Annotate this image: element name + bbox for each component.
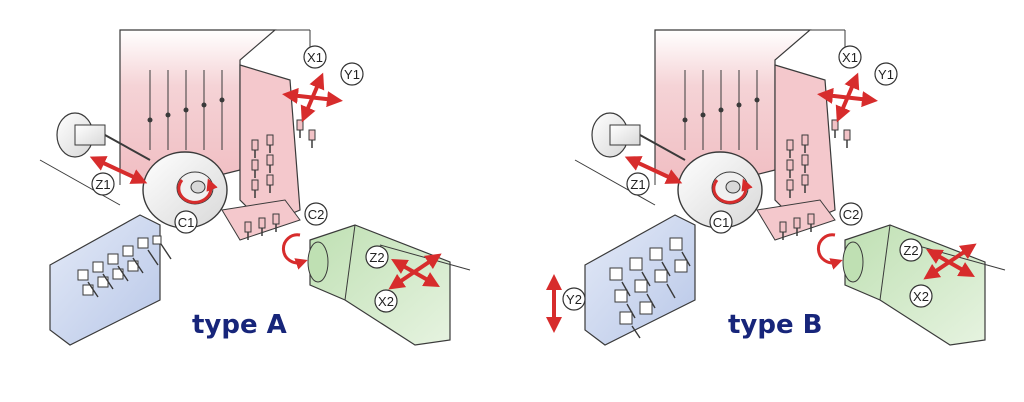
svg-text:Y2: Y2: [566, 292, 582, 307]
type-a-c1-rotation-arrow: [177, 178, 218, 204]
type-b-c2-label: C2: [839, 202, 863, 226]
type-a-z1-label: Z1: [91, 172, 115, 196]
type-b-c1-rotation-arrow: [712, 178, 753, 204]
svg-text:Z1: Z1: [630, 177, 645, 192]
type-b-title: type B: [728, 310, 823, 340]
type-a-x1-label: X1: [303, 45, 327, 69]
svg-text:Y1: Y1: [878, 67, 894, 82]
svg-text:Y1: Y1: [344, 67, 360, 82]
type-b-tailstock: [591, 112, 686, 161]
type-a-main-spindle: [142, 151, 228, 229]
type-a-axis-labels: X1 Y1 Z1 C1 C2 Z2: [91, 45, 398, 313]
svg-text:C2: C2: [843, 207, 860, 222]
type-a-sub-spindle: [281, 224, 451, 346]
type-b-y1-label: Y1: [874, 62, 898, 86]
type-b-z1-label: Z1: [626, 172, 650, 196]
type-b-sub-spindle: [816, 224, 986, 346]
type-b-y2-label: Y2: [562, 287, 586, 311]
type-a-y1-label: Y1: [340, 62, 364, 86]
svg-text:C1: C1: [178, 215, 195, 230]
type-a-blue-tool-block: [49, 214, 172, 346]
type-b-x1-label: X1: [838, 45, 862, 69]
type-b-x2-label: X2: [909, 284, 933, 308]
type-a-title: type A: [192, 310, 287, 340]
svg-text:X1: X1: [307, 50, 323, 65]
svg-text:X2: X2: [378, 294, 394, 309]
svg-text:Z2: Z2: [903, 243, 918, 258]
type-a-x2-label: X2: [374, 289, 398, 313]
type-b-blue-tool-block: [584, 214, 696, 346]
type-b-c1-label: C1: [709, 210, 733, 234]
type-a-diagram: X1 Y1 Z1 C1 C2 Z2: [39, 29, 471, 346]
svg-text:X1: X1: [842, 50, 858, 65]
type-b-axis-labels: X1 Y1 Z1 C1 C2 Z2: [562, 45, 933, 311]
svg-text:C2: C2: [308, 207, 325, 222]
svg-text:Z1: Z1: [95, 177, 110, 192]
type-b-axis-arrows: [546, 72, 977, 333]
svg-text:X2: X2: [913, 289, 929, 304]
type-b-c2-rotation-arrow: [816, 233, 843, 270]
type-b-diagram: X1 Y1 Z1 C1 C2 Z2: [546, 29, 1006, 346]
type-b-main-spindle: [677, 151, 763, 229]
type-a-c1-label: C1: [174, 210, 198, 234]
type-a-c2-rotation-arrow: [281, 233, 308, 270]
type-a-axis-arrows: [89, 72, 442, 290]
type-a-z2-label: Z2: [365, 245, 389, 269]
type-a-tailstock: [56, 112, 151, 161]
type-b-z2-label: Z2: [899, 238, 923, 262]
type-a-c2-label: C2: [304, 202, 328, 226]
svg-text:C1: C1: [713, 215, 730, 230]
svg-text:Z2: Z2: [369, 250, 384, 265]
